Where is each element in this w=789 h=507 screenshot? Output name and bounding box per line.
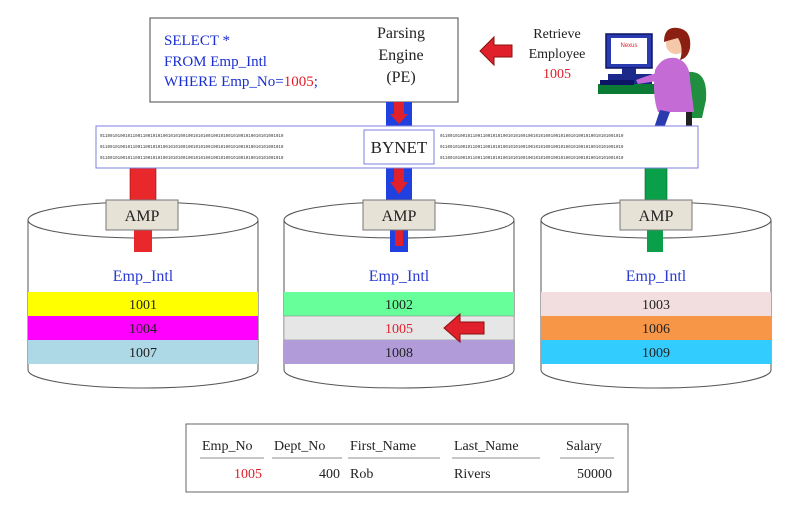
amp-3-row-1-value: 1003 [642,298,670,313]
amp-1-row-2 [28,316,258,340]
amp-2-row-2-value: 1005 [385,322,413,337]
monitor-label: Nexus [620,43,637,49]
pe-line-2: Engine [378,47,423,64]
bynet-binary-left-1: 0110010100101100110010101001010100100101… [100,135,284,139]
bynet-binary-right-2: 0110010100101100110010101001010100100101… [440,146,624,150]
amp-3-row-2 [541,316,771,340]
bynet-binary-right-1: 0110010100101100110010101001010100100101… [440,135,624,139]
amp-2-label: AMP [382,208,417,225]
amp-1-row-1 [28,292,258,316]
bynet-bus: 0110010100101100110010101001010100100101… [95,125,699,169]
result-cell-emp-no: 1005 [234,467,262,482]
amp-3-row-1 [541,292,771,316]
amp-2-row-1-value: 1002 [385,298,413,313]
amp-3-row-3-value: 1009 [642,346,670,361]
bynet-binary-left-3: 0110010100101100110010101001010100100101… [100,157,284,161]
amp-3-row-2-value: 1006 [642,322,670,337]
amp-3-label: AMP [639,208,674,225]
amp-1-row-3 [28,340,258,364]
amp-2-row-3 [284,340,514,364]
retrieve-line-1: Retrieve [533,27,580,42]
amp-1-row-2-value: 1004 [129,322,157,337]
sql-line-1: SELECT * [164,33,230,49]
amp-disk-2: AMP Emp_Intl 1002 1005 1008 [283,199,515,389]
amp-1-row-3-value: 1007 [129,346,157,361]
result-table: Emp_No Dept_No First_Name Last_Name Sala… [185,423,629,493]
retrieve-arrow-icon [479,35,513,67]
pe-line-1: Parsing [377,25,425,42]
result-header-first-name: First_Name [350,439,416,454]
result-cell-first-name: Rob [350,467,373,482]
amp-disk-3: AMP Emp_Intl 1003 1006 1009 [540,199,772,389]
bynet-binary-right-3: 0110010100101100110010101001010100100101… [440,157,624,161]
sql-pe-box: SELECT * FROM Emp_Intl WHERE Emp_No=1005… [149,17,459,103]
result-cell-dept-no: 400 [319,467,340,482]
amp-1-row-1-value: 1001 [129,298,157,313]
amp-1-label: AMP [125,208,160,225]
amp-2-table-name: Emp_Intl [369,268,430,285]
result-header-salary: Salary [566,439,602,454]
amp-2-row-3-value: 1008 [385,346,413,361]
amp-3-row-3 [541,340,771,364]
pe-line-3: (PE) [386,69,415,86]
result-cell-salary: 50000 [577,467,612,482]
amp-2-row-1 [284,292,514,316]
retrieve-line-2: Employee [529,47,586,62]
result-cell-last-name: Rivers [454,467,491,482]
amp-1-table-name: Emp_Intl [113,268,174,285]
retrieve-value: 1005 [543,67,571,82]
result-header-last-name: Last_Name [454,439,519,454]
row-pointer-arrow-icon [443,312,485,344]
amp-3-table-name: Emp_Intl [626,268,687,285]
sql-line-3: WHERE Emp_No=1005; [164,74,318,90]
bynet-label: BYNET [371,138,428,157]
amp-disk-1: AMP Emp_Intl 1001 1004 1007 [27,199,259,389]
result-header-dept-no: Dept_No [274,439,325,454]
sql-line-2: FROM Emp_Intl [164,54,267,70]
bynet-binary-left-2: 0110010100101100110010101001010100100101… [100,146,284,150]
result-header-emp-no: Emp_No [202,439,253,454]
user-at-computer-icon: Nexus [598,27,707,128]
